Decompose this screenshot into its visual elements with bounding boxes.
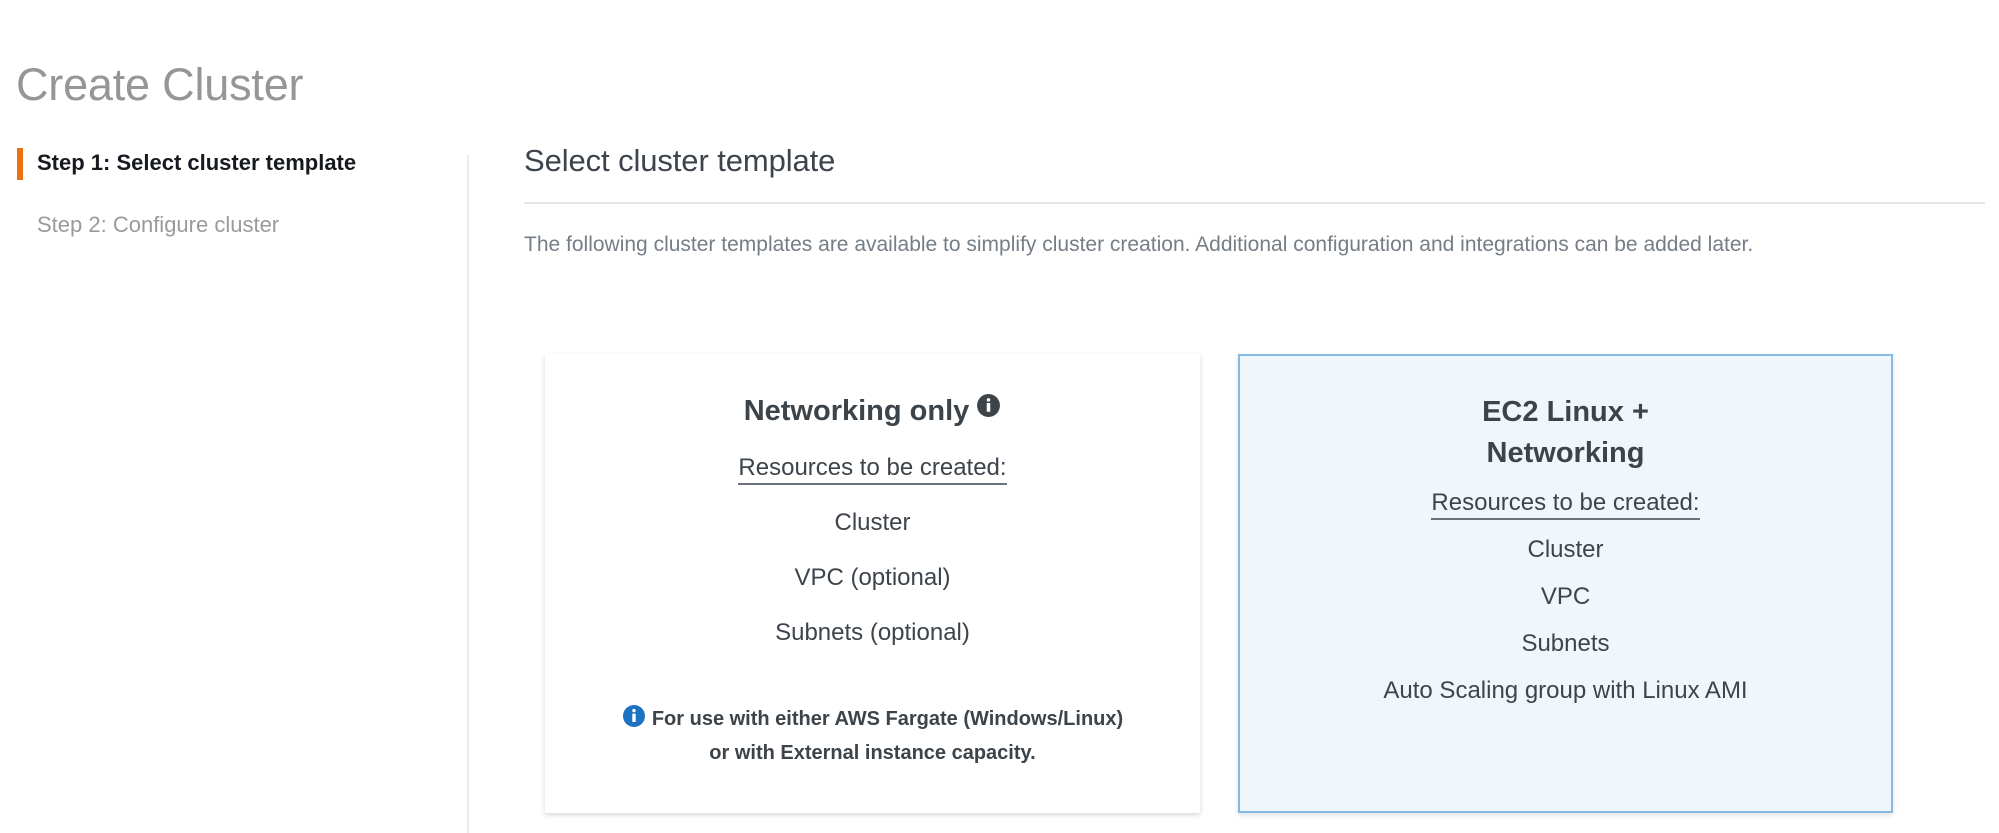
resources-label-text: Resources to be created:	[738, 454, 1007, 485]
section-title: Select cluster template	[524, 143, 836, 178]
cluster-template-card-list: Networking only Resources to be created:…	[545, 354, 1895, 813]
template-card-title: EC2 Linux + Networking	[1268, 392, 1863, 474]
resource-item: Cluster	[1527, 536, 1604, 563]
page-title: Create Cluster	[16, 59, 304, 111]
template-card-title-line-1: EC2 Linux +	[1482, 396, 1649, 428]
sidebar-item-step-1[interactable]: Step 1: Select cluster template	[0, 148, 468, 180]
resource-item: Cluster	[834, 509, 911, 536]
sidebar-content-divider	[467, 155, 469, 833]
sidebar-item-step-2[interactable]: Step 2: Configure cluster	[0, 210, 468, 240]
info-circle-icon[interactable]	[976, 393, 1001, 418]
section-divider	[524, 202, 1985, 204]
resource-item: Subnets	[1521, 630, 1610, 657]
main-content-panel: Select cluster template The following cl…	[524, 140, 1985, 286]
template-card-title-line-2: Networking	[1486, 437, 1645, 469]
footnote-line-1: For use with either AWS Fargate (Windows…	[651, 708, 1124, 730]
resources-to-be-created-label: Resources to be created:	[574, 452, 1171, 485]
template-card-footnote: For use with either AWS Fargate (Windows…	[574, 702, 1171, 770]
resource-item: Subnets (optional)	[775, 619, 970, 646]
resources-to-be-created-label: Resources to be created:	[1268, 487, 1863, 520]
resource-item: Auto Scaling group with Linux AMI	[1383, 677, 1748, 704]
info-circle-icon	[622, 704, 646, 728]
section-description: The following cluster templates are avai…	[524, 233, 1754, 256]
sidebar-item-step-1-label: Step 1: Select cluster template	[37, 150, 357, 175]
resources-label-text: Resources to be created:	[1431, 489, 1700, 520]
wizard-step-navigation: Step 1: Select cluster template Step 2: …	[0, 140, 468, 833]
template-card-ec2-linux-networking[interactable]: EC2 Linux + Networking Resources to be c…	[1238, 354, 1893, 813]
footnote-line-2: or with External instance capacity.	[709, 742, 1036, 764]
resource-item: VPC (optional)	[794, 564, 951, 591]
sidebar-item-step-2-label: Step 2: Configure cluster	[37, 212, 280, 237]
template-card-title-text: Networking only	[743, 395, 970, 427]
template-card-networking-only[interactable]: Networking only Resources to be created:…	[545, 354, 1200, 813]
template-card-title: Networking only	[574, 391, 1171, 432]
resource-item: VPC	[1540, 583, 1591, 610]
